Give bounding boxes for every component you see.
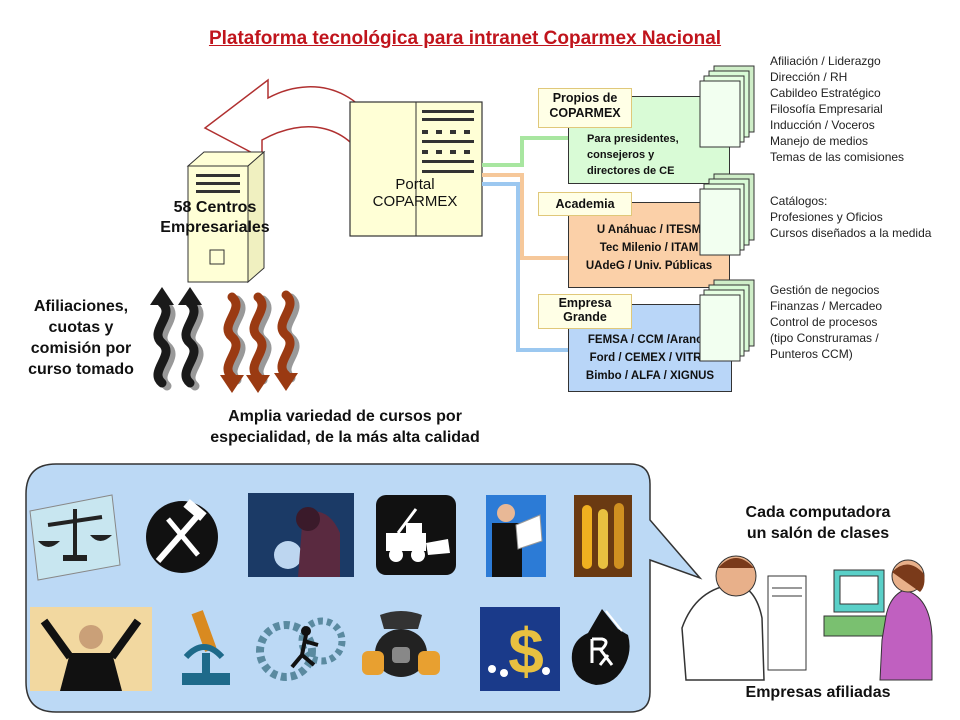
afiliaciones-label: Afiliaciones, cuotas y comisión por curs… (28, 298, 134, 378)
document-stacks (699, 65, 755, 362)
respirator-mask-icon (362, 611, 440, 677)
up-arrow-icon (178, 287, 202, 386)
list-empresa: Gestión de negocios Finanzas / Mercadeo … (770, 283, 883, 361)
centros-label: 58 Centros Empresariales (160, 199, 270, 236)
wavy-arrows (150, 287, 310, 393)
document-stack-icon (699, 279, 755, 362)
pharmacy-rx-icon (571, 609, 630, 685)
down-arrow-icon (220, 297, 244, 393)
page-title: Plataforma tecnológica para intranet Cop… (208, 28, 722, 49)
down-arrow-icon (246, 297, 270, 393)
woman-at-computer-icon (823, 559, 933, 681)
list-coparmex: Afiliación / Liderazgo Dirección / RH Ca… (770, 54, 905, 164)
centros-server-icon (186, 150, 266, 284)
portal-server-icon (349, 101, 483, 237)
down-arrow-icon (274, 295, 298, 391)
document-stack-icon (699, 173, 755, 256)
tag-academia: Academia (538, 192, 632, 216)
amplia-label: Amplia variedad de cursos por especialid… (210, 408, 480, 446)
tag-empresa: Empresa Grande (538, 294, 632, 329)
svg-text:$: $ (508, 615, 544, 687)
empresas-label: Empresas afiliadas (745, 684, 891, 701)
list-academia: Catálogos: Profesiones y Oficios Cursos … (770, 194, 932, 240)
tow-truck-icon (376, 495, 456, 575)
balance-scale-icon (29, 494, 121, 581)
running-gears-icon (256, 617, 346, 681)
portal-label: Portal COPARMEX (372, 176, 458, 210)
celebrating-man-icon (30, 607, 152, 691)
money-crowd-icon: $ (480, 607, 560, 691)
welder-icon (248, 493, 354, 577)
tag-propios: Propios de COPARMEX (538, 88, 632, 128)
hammer-wrench-icon (146, 499, 218, 573)
test-tubes-icon (574, 495, 632, 577)
businessman-reading-icon (486, 495, 546, 577)
document-stack-icon (699, 65, 755, 148)
cada-label: Cada computadora un salón de clases (745, 504, 891, 542)
man-at-computer-icon (681, 555, 807, 681)
microscope-icon (182, 610, 230, 685)
up-arrow-icon (150, 287, 174, 386)
